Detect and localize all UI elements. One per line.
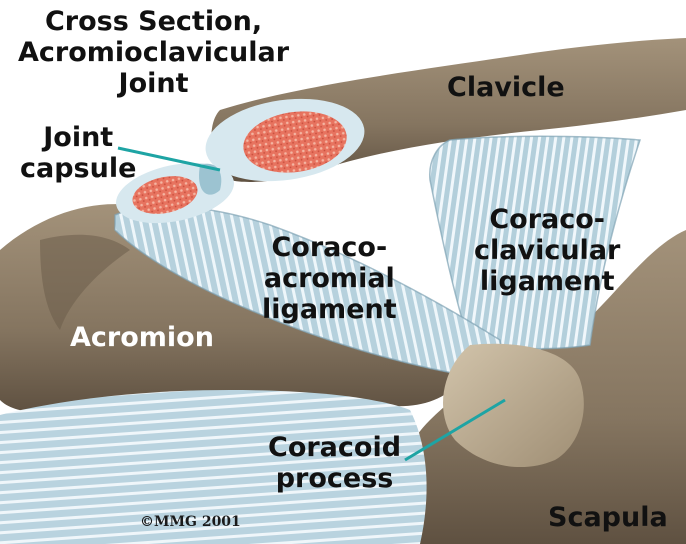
coraco-acromial-label-line-1: Coraco- — [262, 232, 397, 263]
title-line-2: Acromioclavicular — [18, 37, 289, 68]
coraco-clavicular-label-line-3: ligament — [474, 266, 620, 297]
scapula-label: Scapula — [548, 502, 668, 533]
coraco-clavicular-label-line-2: clavicular — [474, 235, 620, 266]
joint-capsule-label: Joint capsule — [20, 122, 136, 184]
coracoid-process-label: Coracoid process — [268, 432, 401, 494]
title: Cross Section, Acromioclavicular Joint — [18, 6, 289, 99]
clavicle-label: Clavicle — [447, 72, 565, 103]
joint-capsule-label-line-1: Joint — [20, 122, 136, 153]
coraco-acromial-label-line-3: ligament — [262, 294, 397, 325]
copyright-notice: ©MMG 2001 — [140, 514, 241, 530]
coraco-acromial-label-line-2: acromial — [262, 263, 397, 294]
title-line-1: Cross Section, — [18, 6, 289, 37]
coraco-acromial-label: Coraco- acromial ligament — [262, 232, 397, 325]
coraco-clavicular-label-line-1: Coraco- — [474, 204, 620, 235]
coraco-clavicular-label: Coraco- clavicular ligament — [474, 204, 620, 297]
acromion-label: Acromion — [70, 322, 214, 353]
title-line-3: Joint — [18, 68, 289, 99]
joint-capsule-label-line-2: capsule — [20, 153, 136, 184]
coracoid-process-label-line-1: Coracoid — [268, 432, 401, 463]
coracoid-process-label-line-2: process — [268, 463, 401, 494]
